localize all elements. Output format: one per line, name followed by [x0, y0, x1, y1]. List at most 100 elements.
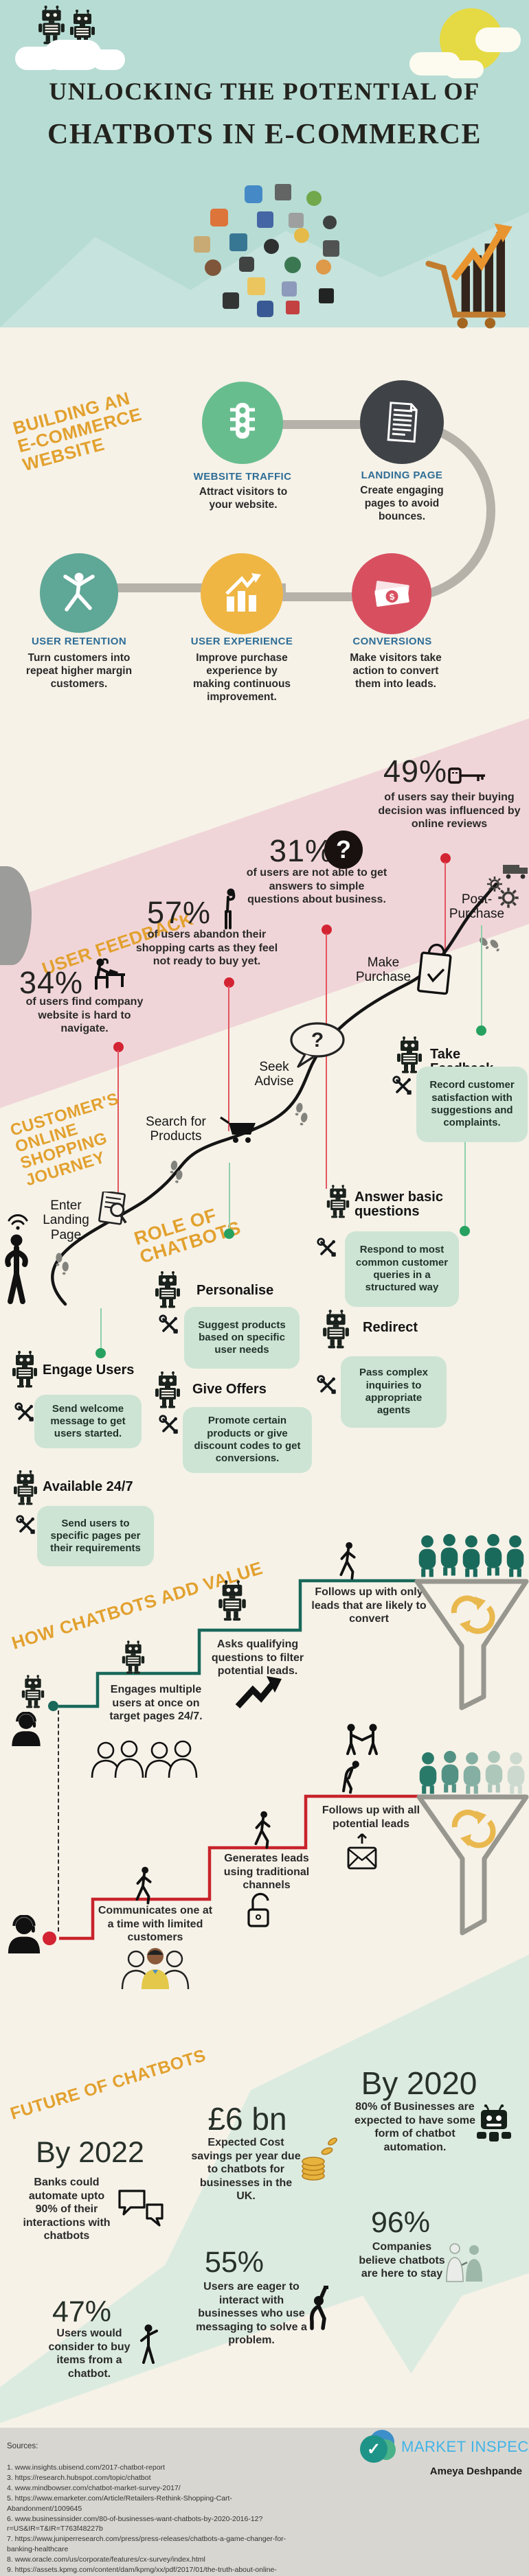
stat-desc: Users are eager to interact with busines…: [196, 2281, 307, 2347]
key-icon: [448, 767, 485, 784]
considering-person-icon: [140, 2324, 158, 2364]
stat-desc: Users would consider to buy items from a…: [48, 2328, 131, 2380]
people-talking-icon: [446, 2243, 482, 2282]
robot-icon: [37, 5, 66, 45]
robots-on-cloud-illustration: [15, 4, 125, 73]
printer-icon: [223, 292, 239, 309]
bent-person-icon: [337, 1754, 364, 1797]
stat-desc: Expected Cost savings per year due to ch…: [191, 2137, 301, 2203]
stat-value: 47%: [52, 2295, 112, 2328]
money-icon: $: [374, 581, 409, 607]
step-circle-landing-page: [360, 380, 444, 464]
walking-person-icon: [337, 1542, 359, 1580]
page-title-line2: CHATBOTS IN E-COMMERCE: [47, 119, 482, 150]
value-step: Asks qualifying questions to filter pote…: [211, 1638, 304, 1678]
connector-dot: [224, 1229, 234, 1239]
sources-label: Sources:: [7, 2442, 38, 2450]
pin-line: [228, 986, 229, 1131]
section-footer: [0, 2428, 529, 2576]
connector-dot: [476, 1025, 486, 1036]
step-label: USER EXPERIENCE: [190, 636, 293, 647]
wifi-icon: [8, 1214, 28, 1230]
robot-icon: [11, 1351, 38, 1388]
stat-value: 34%: [19, 965, 84, 1000]
connector-dot: [460, 1226, 470, 1236]
walking-person-icon: [133, 1866, 155, 1905]
step-circle-user-experience: [201, 553, 283, 634]
robot-icon: [12, 1470, 38, 1505]
step-desc: Attract visitors to your website.: [199, 486, 288, 511]
journey-step-label: Enter Landing Page: [43, 1198, 89, 1242]
chatbot-staircase: [58, 1579, 429, 1708]
stat-value: 57%: [147, 895, 212, 930]
pin-line: [444, 862, 446, 966]
pin-dot: [113, 1042, 124, 1052]
sources-list: 1. www.insights.ubisend.com/2017-chatbot…: [7, 2463, 286, 2576]
step-label: USER RETENTION: [31, 636, 127, 647]
role-title: Give Offers: [192, 1382, 267, 1397]
stat-value: 49%: [383, 754, 448, 789]
role-title: Engage Users: [43, 1362, 135, 1378]
robot-icon: [396, 1036, 423, 1074]
document-icon: [387, 402, 418, 443]
delivery-truck-icon: [503, 865, 528, 879]
step-desc: Improve purchase experience by making co…: [192, 652, 291, 703]
customer-crowd-icon: [121, 1948, 190, 1990]
value-step: Generates leads using traditional channe…: [223, 1853, 310, 1892]
envelope-icon: [247, 277, 265, 295]
question-bubble-icon: ?: [290, 1022, 345, 1068]
connector-dot: [95, 1348, 106, 1358]
smartphone-icon: [239, 257, 254, 272]
document-magnifier-icon: [98, 1192, 127, 1225]
robot-icon: [217, 1580, 247, 1621]
tools-icon: [158, 1414, 180, 1436]
robot-head-icon: [477, 2104, 511, 2142]
step-desc: Turn customers into repeat higher margin…: [25, 652, 133, 690]
tools-icon: [15, 1514, 37, 1536]
robot-icon: [326, 1185, 350, 1218]
desktop-icon: [323, 240, 339, 257]
share-icon: [323, 216, 337, 229]
connector-line: [229, 1163, 230, 1231]
logo-check-circle: ✓: [360, 2435, 387, 2463]
stat-value: 55%: [204, 2246, 264, 2279]
step-circle-user-retention: [40, 553, 118, 633]
brand-logo: ✓: [360, 2430, 396, 2465]
icon-cluster: [191, 184, 342, 321]
raised-arm-person-icon: [309, 2286, 328, 2330]
robot-icon: [322, 1310, 350, 1349]
value-step: Engages multiple users at once on target…: [109, 1684, 203, 1723]
author-name: Ameya Deshpande: [429, 2465, 522, 2477]
crowd-icon: [91, 1740, 198, 1778]
pin-dot: [440, 853, 451, 863]
pin-dot: [224, 977, 234, 988]
coffee-icon: [205, 259, 221, 276]
value-step: Communicates one at a time with limited …: [98, 1905, 213, 1944]
robot-icon: [121, 1640, 146, 1674]
keypad-icon: [282, 281, 297, 297]
role-callout: Respond to most common customer queries …: [345, 1231, 459, 1307]
role-title: Available 24/7: [43, 1479, 133, 1494]
journey-step-label: Post- Purchase: [449, 892, 505, 922]
house-icon: [194, 236, 210, 253]
car-icon: [245, 185, 262, 203]
role-callout: Pass complex inquiries to appropriate ag…: [341, 1356, 447, 1428]
pin-line: [117, 1050, 119, 1203]
svg-text:?: ?: [311, 1029, 324, 1052]
calculator-icon: [289, 213, 304, 228]
tools-icon: [14, 1402, 36, 1424]
role-callout: Send welcome message to get users starte…: [34, 1395, 142, 1448]
comparison-divider: [58, 1710, 59, 1931]
shopping-cart-icon: [210, 209, 228, 227]
lead-funnel-chatbot: [414, 1533, 529, 1710]
tools-icon: [392, 1075, 414, 1097]
speech-bubbles-icon: [118, 2190, 164, 2227]
section-label-building: BUILDING AN E-COMMERCE WEBSITE: [10, 387, 144, 475]
cloud-icon: [44, 40, 102, 70]
step-label: WEBSITE TRAFFIC: [193, 471, 292, 483]
pos-machine-icon: [286, 301, 300, 314]
role-title: Answer basic questions: [354, 1190, 443, 1219]
thinking-person-icon: [225, 888, 236, 929]
stat-value: By 2022: [36, 2136, 144, 2169]
